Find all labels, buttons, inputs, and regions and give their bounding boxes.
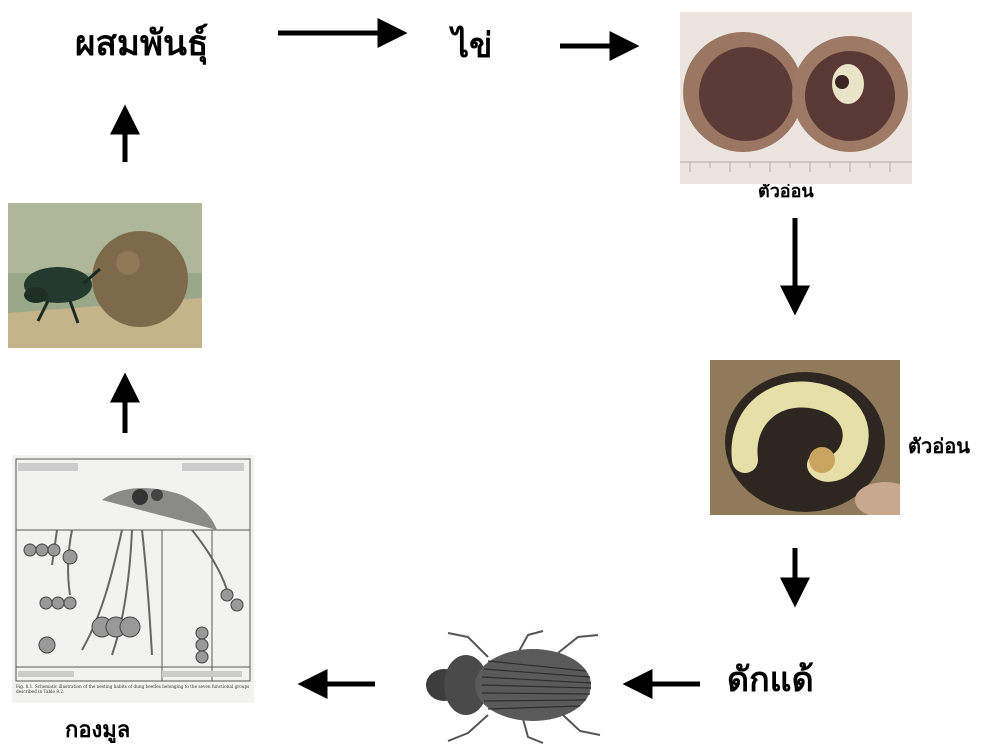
nesting-diagram-scan: Fig. 8.1. Schematic illustration of the …: [12, 455, 254, 703]
label-larva-right: ตัวอ่อน: [908, 430, 970, 462]
larva-photo: [710, 360, 900, 515]
figure-caption: Fig. 8.1. Schematic illustration of the …: [16, 684, 252, 694]
label-dung-ball: กองมูล: [65, 712, 130, 747]
brood-ball-photo: [680, 12, 912, 184]
label-mating: ผสมพันธุ์: [75, 16, 208, 71]
dung-beetle-rolling-photo: [8, 203, 202, 348]
label-pupa: ดักแด้: [727, 652, 814, 706]
label-egg: ไข่: [452, 18, 492, 72]
adult-beetle-illustration: [408, 625, 618, 745]
